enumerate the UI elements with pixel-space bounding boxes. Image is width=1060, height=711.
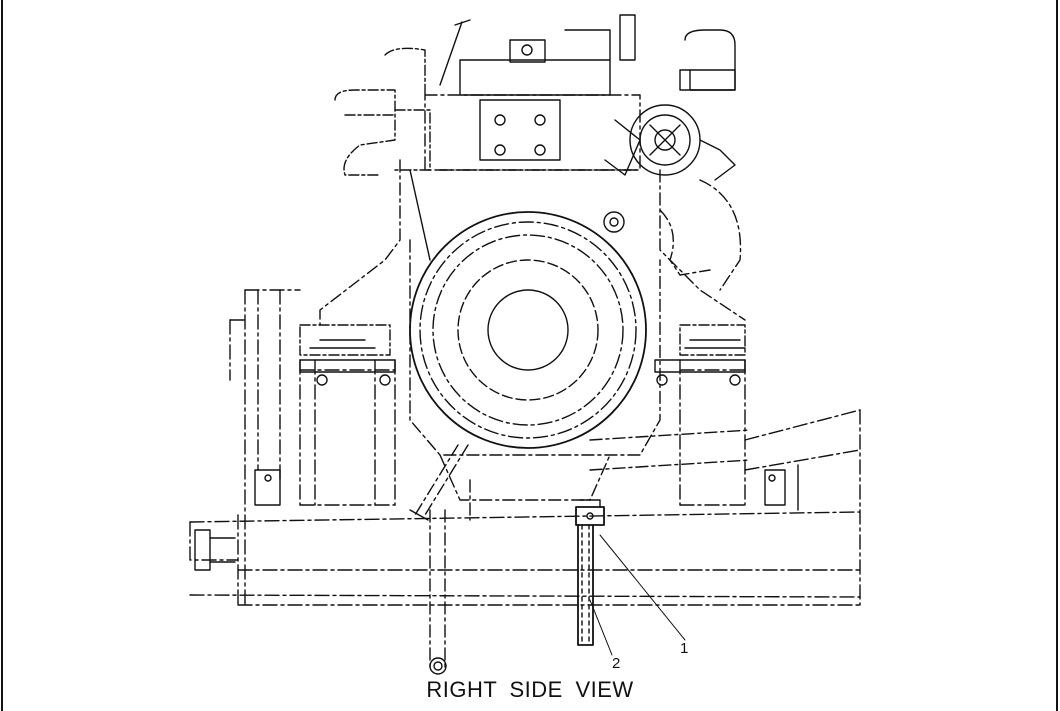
turbocharger <box>604 29 736 181</box>
engine-mount-right <box>654 324 746 386</box>
callout-2: 2 <box>612 655 621 672</box>
intake-pipe <box>334 47 431 176</box>
engine-block <box>319 159 746 456</box>
frame-rails <box>189 289 861 606</box>
rail-coupling-left <box>194 529 236 571</box>
cylinder-head <box>424 14 641 171</box>
drain-tube-part-2 <box>577 524 594 646</box>
engine-mount-left <box>299 324 396 386</box>
flywheel-housing <box>409 211 647 449</box>
figure-caption: RIGHT SIDE VIEW <box>426 677 634 702</box>
oil-pan <box>439 429 751 521</box>
leader-lines <box>589 534 686 656</box>
coolant-hose <box>659 179 742 291</box>
callout-1: 1 <box>680 640 689 657</box>
drain-hose <box>409 444 469 675</box>
rail-bracket-right <box>764 464 799 511</box>
small-pulley <box>603 211 625 233</box>
dipstick <box>409 19 471 261</box>
rail-bracket-left <box>254 469 281 506</box>
drain-valve-part-1 <box>575 499 605 526</box>
